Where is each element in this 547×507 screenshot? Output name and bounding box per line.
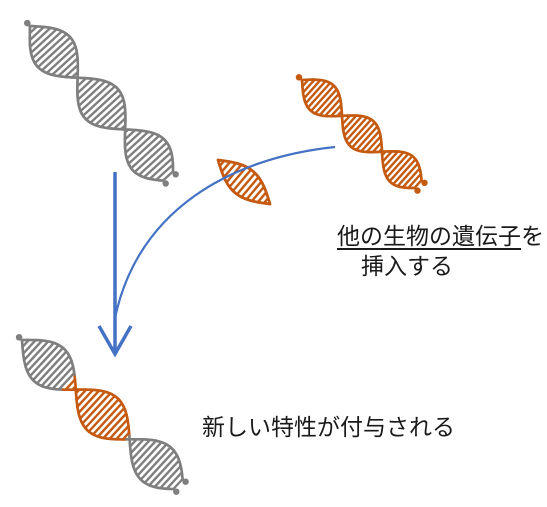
insertion-curve-arrow-icon bbox=[113, 145, 336, 319]
insert-gene-caption: 他の生物の遺伝子を 挿入する bbox=[268, 222, 546, 282]
object-particle: を bbox=[521, 224, 544, 250]
foreign-gene-label: 他の生物の遺伝子 bbox=[337, 224, 521, 250]
donor-dna-helix-icon bbox=[295, 74, 428, 194]
gene-fragment-icon bbox=[216, 158, 272, 206]
new-trait-caption: 新しい特性が付与される bbox=[202, 415, 455, 441]
insert-action-label: 挿入する bbox=[361, 254, 453, 280]
recombinant-dna-helix-icon bbox=[15, 334, 189, 495]
down-arrow-icon bbox=[97, 172, 133, 358]
original-dna-helix-icon bbox=[24, 19, 179, 187]
